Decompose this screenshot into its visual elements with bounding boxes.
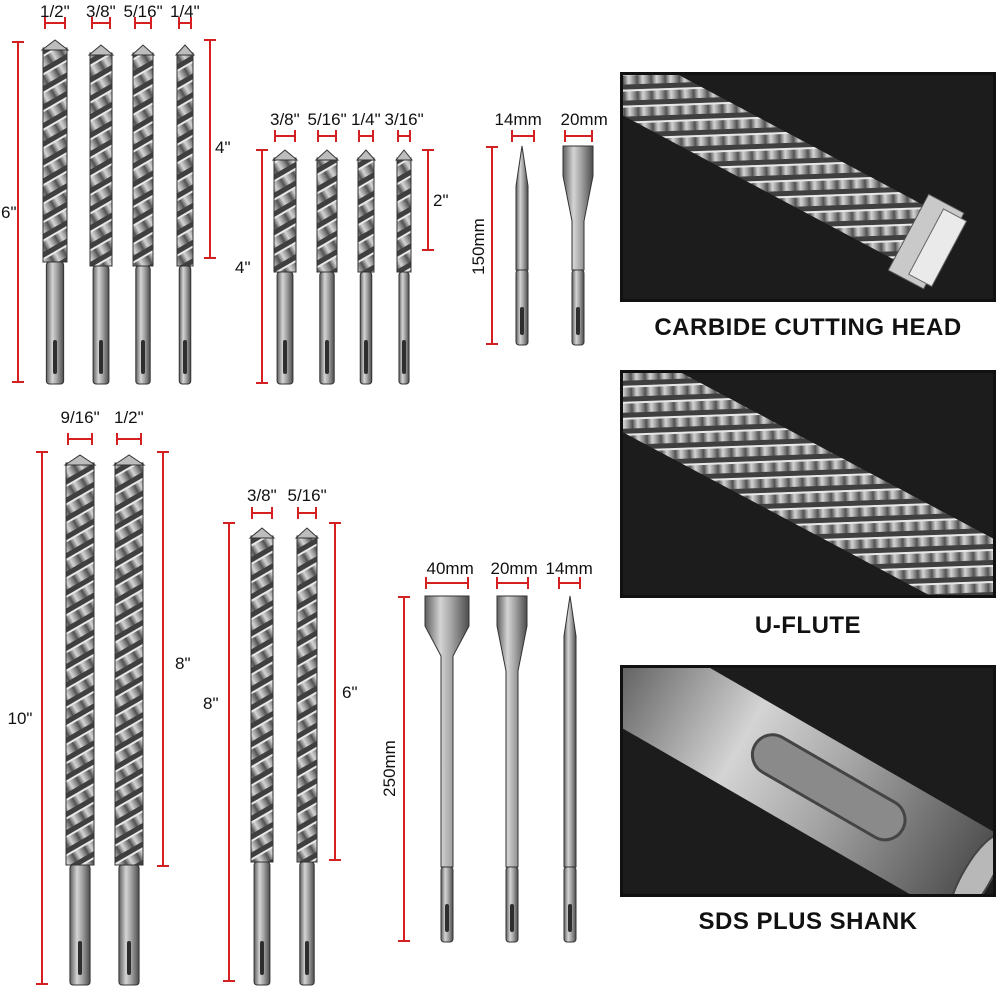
chisel-250mm-20mm [496, 595, 528, 943]
length-label-6in: 6" [1, 202, 17, 222]
shank-photo [620, 665, 996, 897]
width-label-g5-2: 5/16" [287, 486, 327, 505]
flute-closeup-icon [623, 373, 993, 595]
chisel-250mm-40mm [424, 595, 470, 943]
width-label-g2-2: 5/16" [307, 110, 347, 129]
drill-bit-6in-2 [87, 44, 115, 385]
drill-bit-8in-2 [294, 527, 320, 986]
width-label-g1-4: 1/4" [170, 2, 200, 21]
flute-label-6in: 6" [342, 682, 358, 702]
length-label-250mm: 250mm [379, 739, 399, 797]
drill-bit-4in-2 [314, 149, 340, 385]
chisel-250mm-14mm [563, 595, 577, 943]
flute-photo [620, 370, 996, 598]
flute-label-2in: 2" [433, 190, 449, 210]
width-label-c3: 40mm [426, 559, 474, 578]
feature-caption-1: CARBIDE CUTTING HEAD [654, 314, 962, 341]
drill-bit-4in-1 [271, 149, 299, 385]
length-label-10in: 10" [7, 708, 33, 728]
chisel-150mm-flat [562, 145, 594, 346]
length-label-150mm: 150mm [468, 217, 488, 275]
carbide-tip-closeup-icon [623, 75, 993, 299]
width-label-c2: 20mm [560, 110, 608, 129]
drill-bit-10in-1 [63, 454, 97, 986]
width-label-g5-1: 3/8" [247, 486, 277, 505]
width-label-g2-4: 3/16" [384, 110, 424, 129]
drill-bit-6in-1 [40, 39, 70, 385]
width-label-c5: 14mm [545, 559, 593, 578]
feature-caption-2: U-FLUTE [754, 612, 862, 639]
flute-label-4in: 4" [215, 137, 231, 157]
width-label-g2-3: 1/4" [351, 110, 381, 129]
length-label-8in: 8" [203, 693, 219, 713]
width-label-g4-1: 9/16" [60, 408, 100, 427]
drill-bit-6in-3 [130, 44, 156, 385]
width-label-g2-1: 3/8" [270, 110, 300, 129]
drill-bit-8in-1 [248, 527, 276, 986]
drill-bit-4in-3 [355, 149, 377, 385]
carbide-head-photo [620, 72, 996, 302]
width-label-g1-1: 1/2" [40, 2, 70, 21]
drill-bit-4in-4 [394, 149, 414, 385]
shank-closeup-icon [623, 668, 993, 894]
chisel-150mm-pointed [515, 145, 529, 346]
width-label-g1-2: 3/8" [86, 2, 116, 21]
drill-bit-6in-4 [174, 44, 196, 385]
width-label-g4-2: 1/2" [114, 408, 144, 427]
length-label-4in: 4" [235, 257, 251, 277]
flute-label-8in: 8" [175, 653, 191, 673]
feature-caption-3: SDS PLUS SHANK [698, 908, 918, 935]
width-label-g1-3: 5/16" [123, 2, 163, 21]
width-label-c4: 20mm [490, 559, 538, 578]
width-label-c1: 14mm [494, 110, 542, 129]
drill-bit-10in-2 [112, 454, 146, 986]
